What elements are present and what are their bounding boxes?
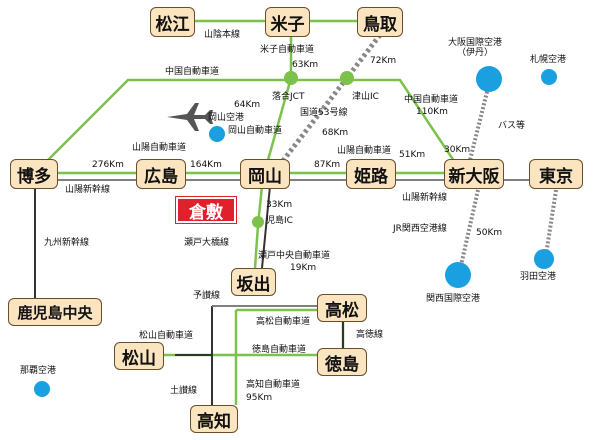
city-sakaide[interactable]: 坂出 [231,268,276,296]
city-kagoshima[interactable]: 鹿児島中央 [8,298,102,326]
city-okayama[interactable]: 岡山 [240,159,290,189]
label-okayama-expressway: 岡山自動車道 [228,126,283,136]
city-tokyo[interactable]: 東京 [529,159,583,189]
haneda-line [544,189,558,256]
city-matsue[interactable]: 松江 [150,7,195,37]
label-sanyo-expressway-west: 山陽自動車道 [132,143,187,153]
label-seto-chuo: 瀬戸中央自動車道 [258,251,331,261]
label-kansai-km: 50Km [476,228,503,238]
label-dosan-line: 土讃線 [170,386,198,396]
okayama-expressway [266,77,293,161]
city-shinosaka[interactable]: 新大阪 [444,159,504,189]
city-kurashiki[interactable]: 倉敷 [176,197,236,223]
label-route53-km: 68Km [322,128,349,138]
label-yonago-km: 63Km [292,60,319,70]
label-haneda-airport: 羽田空港 [520,272,557,282]
label-kojima-km: 33Km [266,200,293,210]
okayama-airport-icon [209,126,225,142]
label-kojima-ic: 児島IC [266,216,293,226]
naha-airport-icon [34,381,50,397]
city-himeji[interactable]: 姫路 [346,159,396,189]
seto-ohashi-line [261,185,271,269]
label-tsuyama-ic: 津山IC [352,92,379,102]
city-tottori[interactable]: 鳥取 [357,7,403,37]
label-bus: バス等 [498,121,526,131]
tsuyama-ic-marker [340,71,354,85]
label-okayama-expressway-km: 64Km [234,100,261,110]
kansai-rail-line [458,189,480,271]
city-hiroshima[interactable]: 広島 [136,159,186,189]
rail-lines [34,179,560,405]
chugoku-expressway [34,78,464,174]
label-chugoku-km: 110Km [416,107,448,117]
label-tokushima-expressway: 徳島自動車道 [252,345,307,355]
airplane-icon [167,103,213,131]
city-matsuyama[interactable]: 松山 [114,342,164,370]
rail-inner-lines [35,179,560,307]
sapporo-airport-icon [541,69,557,85]
label-hakata-hiroshima-km: 276Km [92,160,124,170]
label-sanin-line: 山陰本線 [204,30,241,40]
ochiai-jct-marker [284,71,298,85]
label-ochiai-jct: 落合JCT [272,92,305,102]
label-seto-ohashi: 瀬戸大橋線 [184,238,230,248]
label-sapporo-airport: 札幌空港 [530,55,567,65]
label-okayama-himeji-km: 87Km [314,160,341,170]
city-takamatsu[interactable]: 高松 [317,294,367,322]
label-kansai-airport: 関西国際空港 [426,294,481,304]
label-osaka-km: 30Km [444,145,471,155]
label-naha-airport: 那覇空港 [20,366,57,376]
label-chugoku-expressway-west: 中国自動車道 [165,67,220,77]
label-jr-kansai-airport: JR関西空港線 [393,224,447,234]
itami-airport-icon [476,66,502,92]
label-matsuyama-expressway: 松山自動車道 [139,331,194,341]
label-hiroshima-okayama-km: 164Km [190,160,222,170]
label-kotoku-line: 高徳線 [356,330,384,340]
city-hakata[interactable]: 博多 [10,159,58,189]
label-kyushu-shinkansen: 九州新幹線 [44,238,90,248]
label-chugoku-expressway-east: 中国自動車道 [404,95,459,105]
kojima-ic-marker [252,216,264,228]
label-sanyo-expressway-east: 山陽自動車道 [337,146,392,156]
route53-line [280,33,382,164]
city-yonago[interactable]: 米子 [265,7,310,37]
label-okayama-airport: 岡山空港 [208,113,245,123]
city-tokushima[interactable]: 徳島 [317,348,367,376]
label-kochi-km: 95Km [246,393,273,403]
label-yonago-expressway: 米子自動車道 [260,45,315,55]
label-himeji-osaka-km: 51Km [399,150,426,160]
label-sanyo-shinkansen-east: 山陽新幹線 [402,193,448,203]
label-sanyo-shinkansen-west: 山陽新幹線 [65,185,111,195]
itami-bus-line [468,79,492,161]
label-seto-chuo-km: 19Km [290,263,317,273]
label-route53: 国道53号線 [300,108,348,118]
kansai-airport-icon [445,262,471,288]
label-kochi-expressway: 高知自動車道 [246,380,301,390]
label-tottori-km: 72Km [370,56,397,66]
city-kochi[interactable]: 高知 [190,405,238,433]
label-itami-airport: 大阪国際空港 （伊丹） [448,38,503,58]
label-takamatsu-expressway: 高松自動車道 [256,317,311,327]
label-yosan-line: 予讃線 [193,291,221,301]
haneda-airport-icon [534,249,554,269]
